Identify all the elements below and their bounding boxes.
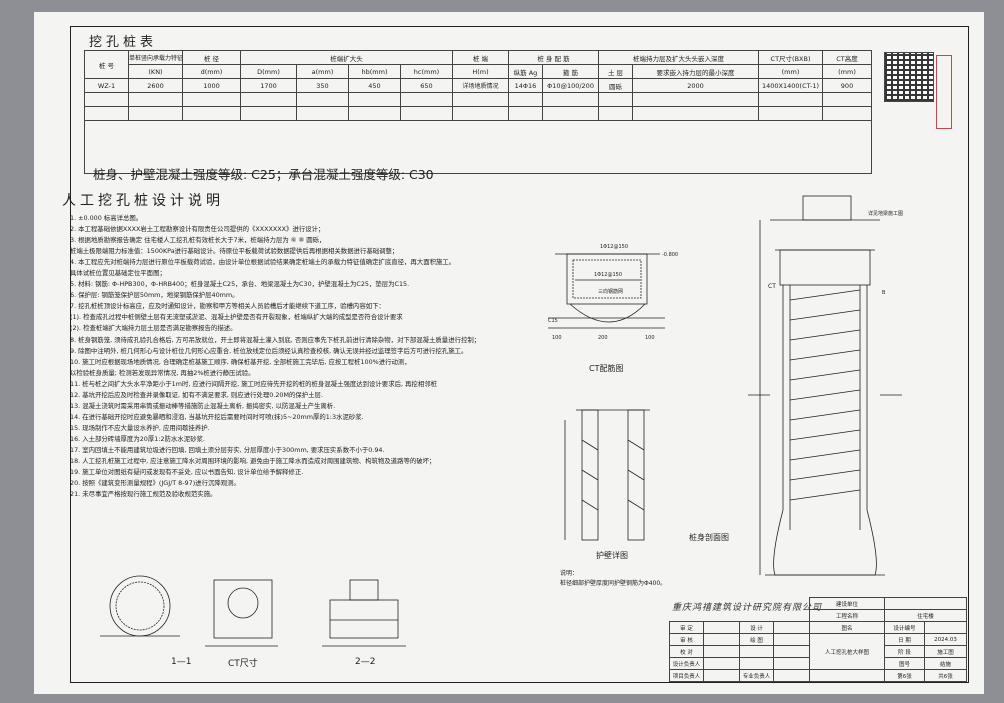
note-line: 14. 在进行基础开挖时应避免暴晒和浸泡, 当基坑开挖后需要时间时可喷(抹)5~… [70,412,364,421]
note-line: 21. 未尽事宜严格按现行施工规范及验收规范实施。 [70,490,217,499]
tb-sheet-label: 图号 [884,657,925,670]
ct-section-drawing [548,253,665,329]
tb-code-label: 设计编号 [884,621,925,634]
note-line: 18. 人工挖孔桩施工过程中, 应注意施工降水对周围环境的影响, 避免由于施工降… [70,457,436,466]
ct-size-drawing [205,579,278,647]
sec22-title: 2—2 [355,657,376,667]
tb-role: 审 定 [669,621,704,634]
tb-project-label: 工程名称 [809,609,885,622]
tb-stage-label: 阶 段 [884,645,925,658]
approval-stamp [936,55,952,129]
wall-note-title: 说明： [560,570,579,577]
cell-cth: 900 [822,78,873,93]
note-line: 具体试桩位置见基础定位平面图； [70,269,166,278]
sec11-drawing [100,575,180,637]
pile-table: 桩 号 单桩竖向承载力特征值 桩 径 桩端扩大头 桩 端 桩 身 配 筋 桩端持… [83,50,873,174]
tb-role: 设 计 [739,621,774,634]
note-line: 11. 桩与桩之间扩大头水平净距小于1m时, 应进行间隔开挖, 施工时应待先开挖… [70,379,437,388]
note-line: 10. 施工时应根据现场地质情况, 合理确定桩基施工顺序, 确保桩基开挖, 全部… [70,357,411,366]
ct-label-2: 1Φ12@150 [594,272,623,278]
design-notes-title: 人工挖孔桩设计说明 [62,193,224,209]
tb-role: 设计负责人 [669,657,704,670]
note-line: 6. 保护层: 钢筋笼保护层50mm，地梁钢筋保护层40mm。 [70,291,239,300]
company-name: 重庆鸿禧建筑设计研究院有限公司 [672,603,823,613]
note-line: 17. 室内回填土不能用建筑垃圾进行回填, 回填土须分层夯实, 分层厚度小于30… [70,445,385,454]
note-line: (1). 检查成孔过程中桩侧壁土层有无流塑或淤泥、混凝土护壁是否有开裂现象，桩端… [70,313,403,322]
tb-sheet: 结施 [924,657,967,670]
tb-role: 审 核 [669,633,704,646]
ct-size-title: CT尺寸 [228,659,258,669]
tb-sheet-of: 第6张 [884,669,925,682]
drawing-frame [70,26,969,683]
design-notes: 1. ±0.000 标高详总图。 2. 本工程基础依据XXXX岩土工程勘察设计有限… [70,213,540,500]
note-line: 19. 施工单位对图纸有疑问或发现有不妥处, 应以书面告知, 设计单位给予解释修… [70,468,304,477]
title-block: 建设单位 工程名称住宅楼 审 定 设 计 图名设计编号 审 核 绘 图 人工挖孔桩大样图… [669,597,967,682]
pile-section-drawing [748,195,902,576]
dim-100a: 100 [552,335,562,341]
tb-role: 绘 图 [739,633,774,646]
wall-note: 桩径细部护壁厚度同护壁钢筋为Φ400。 [560,580,667,587]
note-line: 12. 基坑开挖后应及时检查并录像取证, 如有不满足要求, 则应进行处理0.20… [70,390,323,399]
note-line: 4. 本工程应先对桩端持力层进行原位平板载荷试验，由设计单位根据试验结果确定桩端… [70,258,456,267]
note-line: 8. 桩身钢筋笼, 须待成孔验孔合格后, 方可吊放就位，开土即将混凝土灌入到底,… [70,335,481,344]
tb-date: 2024.03 [924,633,967,646]
note-line: (2). 检查桩端扩大端持力层土层是否满足勘察报告的描述。 [70,324,237,333]
sec22-drawing [322,579,406,647]
tb-sheet-no: 共6张 [924,669,967,682]
note-line: 1. ±0.000 标高详总图。 [70,214,143,222]
tb-role: 专业负责人 [739,669,774,682]
dim-c15: C15 [548,318,558,324]
sec11-title: 1—1 [171,657,192,667]
qr-code [884,52,934,102]
note-line: 20. 按照《建筑变形测量规程》(JGJ/T 8-97)进行沉降观测。 [70,479,240,488]
ct-label-1: 1Φ12@150 [600,244,629,250]
concrete-grade-text: 桩身、护壁混凝土强度等级: C25；承台混凝土强度等级: C30 [93,167,434,182]
pile-level-label: B [882,290,886,296]
dim-200: 200 [598,335,608,341]
tb-stage: 施工图 [924,645,967,658]
note-line: 13. 混凝土浇筑时需采用串筒或振动棒等措施防止混凝土离析, 振捣密实, 以防混… [70,401,336,410]
dim-100b: 100 [645,335,655,341]
ct-label-3: 三向钢筋网 [598,289,624,295]
pile-table-title: 挖孔桩表 [89,35,158,50]
note-line: 桩端土极限端阻力标准值：1500KPa进行基础设计。待原位平板载荷试验数据提供后… [70,247,399,256]
note-line: 15. 现场制作不应大量设水养护, 应用间歇挂养护. [70,423,210,432]
table-row: WZ-1 2600 1000 1700 350 450 650 详场地质情况 1… [84,78,873,93]
note-line: 9. 除图中注明外, 桩几何形心与设计桩位几何形心应重合, 桩位放线定位后须经认… [70,346,468,355]
tb-role: 校 对 [669,645,704,658]
tb-dname-label: 图名 [809,621,885,634]
note-line: 7. 挖孔桩桩顶设计标高应，应及时通知设计，勘察和甲方等相关人员验槽后才能继续下… [70,302,385,311]
tb-project-name: 住宅楼 [884,609,967,622]
note-line: 2. 本工程基础依据XXXX岩土工程勘察设计有限责任公司提供的《XXXXXXX》… [70,225,325,234]
note-line: 以检验桩身质量; 检测若发现异常情况, 再抽2%桩进行静压试验。 [70,368,255,377]
pile-ct-label: CT [768,283,776,290]
wall-detail-drawing [564,409,650,541]
tb-drawing-name: 人工挖孔桩大样图 [809,633,885,670]
note-line: 16. 入土部分砖墙厚度为20厚1:2防水水泥砂浆. [70,434,205,443]
tb-date-label: 日 期 [884,633,925,646]
tb-unit-label: 建设单位 [809,597,885,610]
pile-section-title: 桩身剖面图 [689,533,729,542]
dim-level1: -0.800 [662,252,679,258]
note-line: 3. 根据地质勘察报告确定 住宅楼人工挖孔桩有效桩长大于7米，桩端持力层为 ⑥ … [70,236,326,245]
wall-detail-title: 护壁详图 [596,551,628,560]
pile-beam-label: 详见地梁施工图 [868,211,904,217]
note-line: 5. 材料: 钢筋: Φ-HPB300，Φ-HRB400；桩身混凝土C25，承台… [70,280,410,289]
tb-role: 项目负责人 [669,669,704,682]
ct-section-title: CT配筋图 [589,364,624,373]
